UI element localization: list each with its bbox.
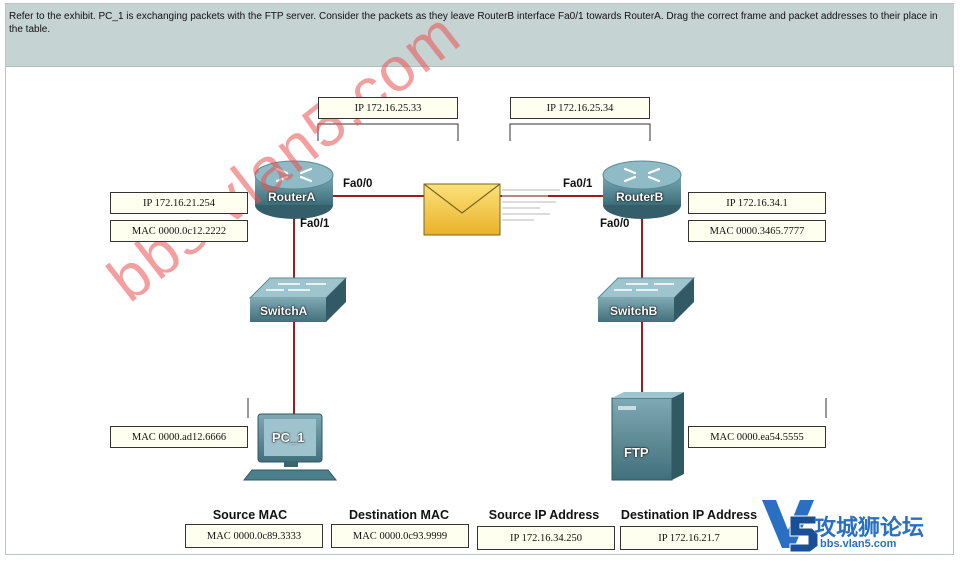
- switch-a-icon: [248, 277, 348, 322]
- v5-logo-icon: [762, 500, 819, 553]
- answer-destination-ip[interactable]: IP 172.16.21.7: [620, 526, 758, 550]
- router-b-label: RouterB: [616, 190, 664, 204]
- switch-b-label: SwitchB: [610, 304, 658, 318]
- ftp-server-icon: [611, 392, 684, 481]
- switch-b-icon: [596, 277, 696, 322]
- site-logo: 攻城狮论坛 bbs.vlan5.com: [760, 494, 960, 558]
- logo-url: bbs.vlan5.com: [820, 538, 897, 550]
- routerb-fa01-label: Fa0/1: [563, 178, 593, 190]
- answer-source-ip[interactable]: IP 172.16.34.250: [477, 526, 615, 550]
- exhibit-frame: [5, 3, 954, 555]
- logo-name: 攻城狮论坛: [814, 515, 925, 540]
- header-destination-mac: Destination MAC: [349, 508, 449, 522]
- switch-a-label: SwitchA: [260, 304, 308, 318]
- ftp-mac-box: MAC 0000.ea54.5555: [688, 426, 826, 448]
- bracket-ra-fa00: [317, 123, 459, 141]
- routera-fa00-label: Fa0/0: [343, 178, 373, 190]
- pc-mac-box: MAC 0000.ad12.6666: [110, 426, 248, 448]
- header-source-ip: Source IP Address: [488, 508, 600, 522]
- answer-source-mac[interactable]: MAC 0000.0c89.3333: [185, 524, 323, 548]
- routera-fa01-mac-box: MAC 0000.0c12.2222: [110, 220, 248, 242]
- routera-fa01-ip-box: IP 172.16.21.254: [110, 192, 248, 214]
- routera-fa01-label: Fa0/1: [300, 218, 330, 230]
- answer-destination-mac[interactable]: MAC 0000.0c93.9999: [331, 524, 469, 548]
- question-text: Refer to the exhibit. PC_1 is exchanging…: [6, 4, 954, 67]
- routerb-fa00-ip-box: IP 172.16.34.1: [688, 192, 826, 214]
- header-destination-ip: Destination IP Address: [620, 508, 758, 522]
- routerb-fa00-mac-box: MAC 0000.3465.7777: [688, 220, 826, 242]
- bracket-rb-fa01: [509, 123, 651, 141]
- pc-label: PC_1: [272, 430, 305, 445]
- packet-envelope-icon: [423, 183, 501, 236]
- router-b-icon: [602, 160, 682, 219]
- router-a-label: RouterA: [268, 190, 316, 204]
- motion-lines: [502, 189, 560, 221]
- routera-fa00-ip-box: IP 172.16.25.33: [318, 97, 458, 119]
- routerb-fa00-label: Fa0/0: [600, 218, 630, 230]
- router-a-icon: [254, 160, 334, 219]
- routerb-fa01-ip-box: IP 172.16.25.34: [510, 97, 650, 119]
- pc-icon: [242, 413, 338, 481]
- header-source-mac: Source MAC: [212, 508, 288, 522]
- ftp-label: FTP: [624, 445, 649, 460]
